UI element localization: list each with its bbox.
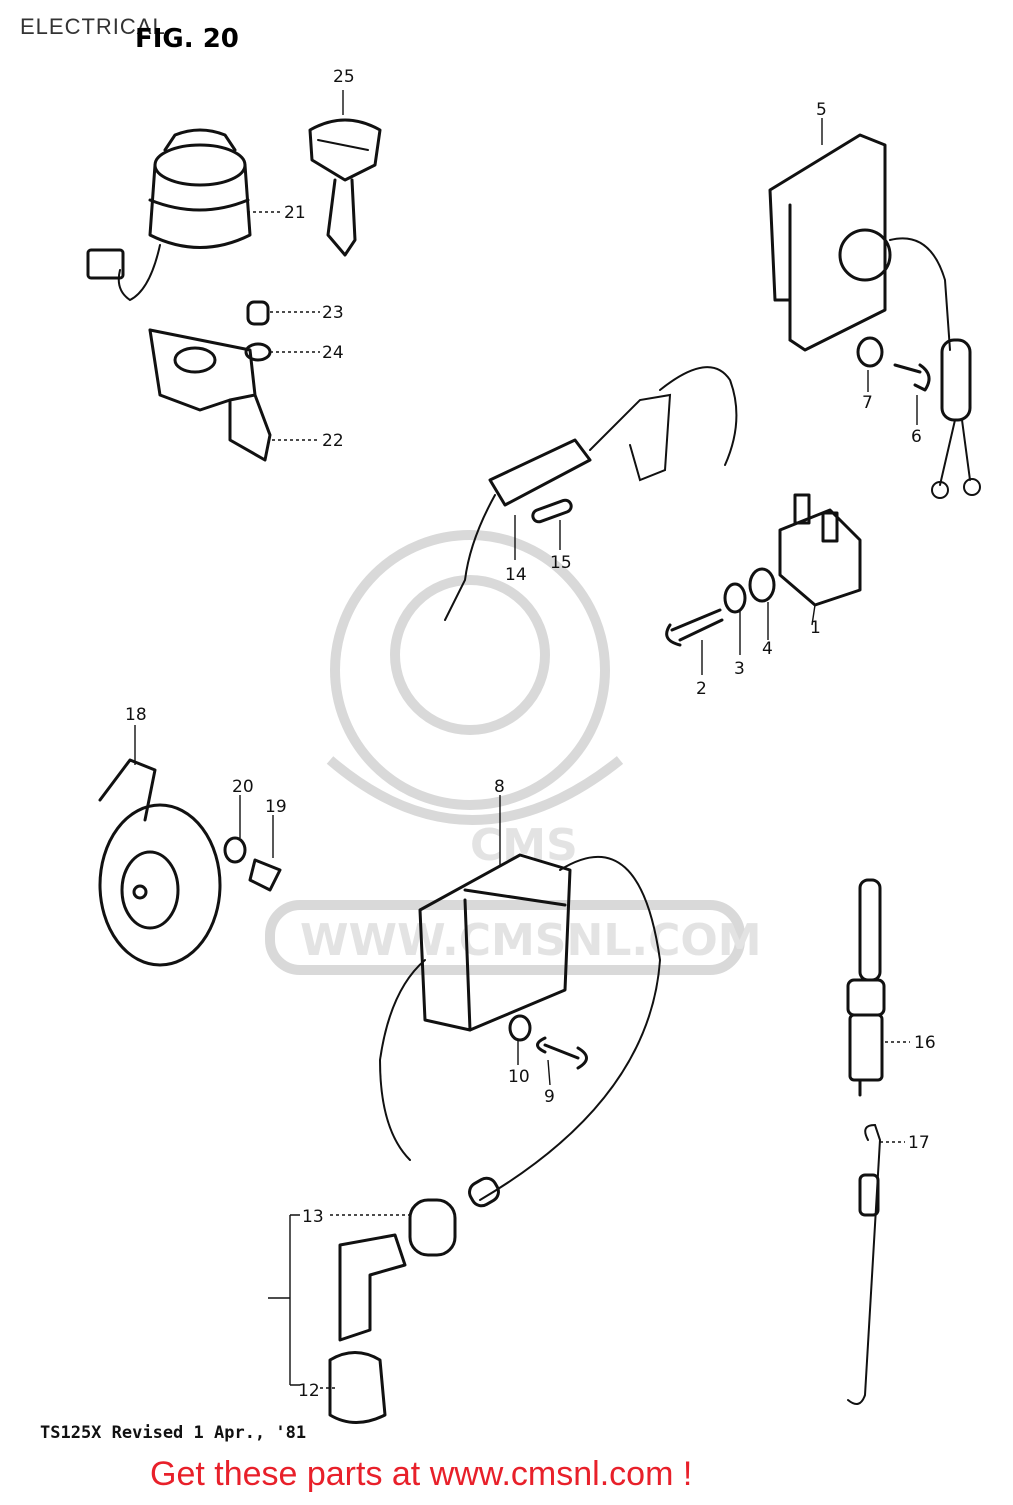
section-title: ELECTRICAL <box>20 14 166 39</box>
callout-2: 2 <box>696 679 707 699</box>
callout-23: 23 <box>322 303 344 323</box>
part-turn-signal-relay <box>665 493 862 647</box>
part-screw-6 <box>856 336 931 392</box>
part-regulator <box>768 133 981 499</box>
part-key <box>308 118 382 257</box>
callout-18: 18 <box>125 705 147 725</box>
part-ignition-switch <box>86 128 252 302</box>
part-spark-plug <box>846 878 886 1097</box>
part-bracket <box>148 300 272 462</box>
callout-3: 3 <box>734 659 745 679</box>
callout-14: 14 <box>505 565 527 585</box>
callout-12: 12 <box>298 1381 320 1401</box>
part-ignition-coil <box>378 853 662 1208</box>
model-revision: TS125X Revised 1 Apr., '81 <box>40 1423 307 1443</box>
callout-25: 25 <box>333 67 355 87</box>
callout-9: 9 <box>544 1087 555 1107</box>
figure-label: FIG. 20 <box>135 24 239 54</box>
callout-6: 6 <box>911 427 922 447</box>
part-fuse-holder <box>444 366 738 621</box>
callout-22: 22 <box>322 431 344 451</box>
callout-8: 8 <box>494 777 505 797</box>
callout-24: 24 <box>322 343 344 363</box>
callout-4: 4 <box>762 639 773 659</box>
callout-5: 5 <box>816 100 827 120</box>
callout-20: 20 <box>232 777 254 797</box>
watermark: WWW.CMSNL.COM CMS <box>265 530 762 975</box>
callout-16: 16 <box>914 1033 936 1053</box>
watermark-brand: CMS <box>470 820 578 871</box>
part-spring-cable <box>847 1123 882 1405</box>
part-horn <box>98 758 282 967</box>
callout-1: 1 <box>810 618 821 638</box>
callout-19: 19 <box>265 797 287 817</box>
parts-ad-link[interactable]: Get these parts at www.cmsnl.com ! <box>150 1455 693 1493</box>
leader-lines <box>134 90 918 1389</box>
callout-15: 15 <box>550 553 572 573</box>
part-plug-cap <box>328 1198 457 1424</box>
callout-10: 10 <box>508 1067 530 1087</box>
callout-21: 21 <box>284 203 306 223</box>
watermark-url: WWW.CMSNL.COM <box>300 915 762 966</box>
callout-13: 13 <box>302 1207 324 1227</box>
callout-17: 17 <box>908 1133 930 1153</box>
callout-numbers: 1 2 3 4 5 6 7 8 9 10 12 13 14 15 16 17 1… <box>125 67 936 1401</box>
callout-7: 7 <box>862 393 873 413</box>
